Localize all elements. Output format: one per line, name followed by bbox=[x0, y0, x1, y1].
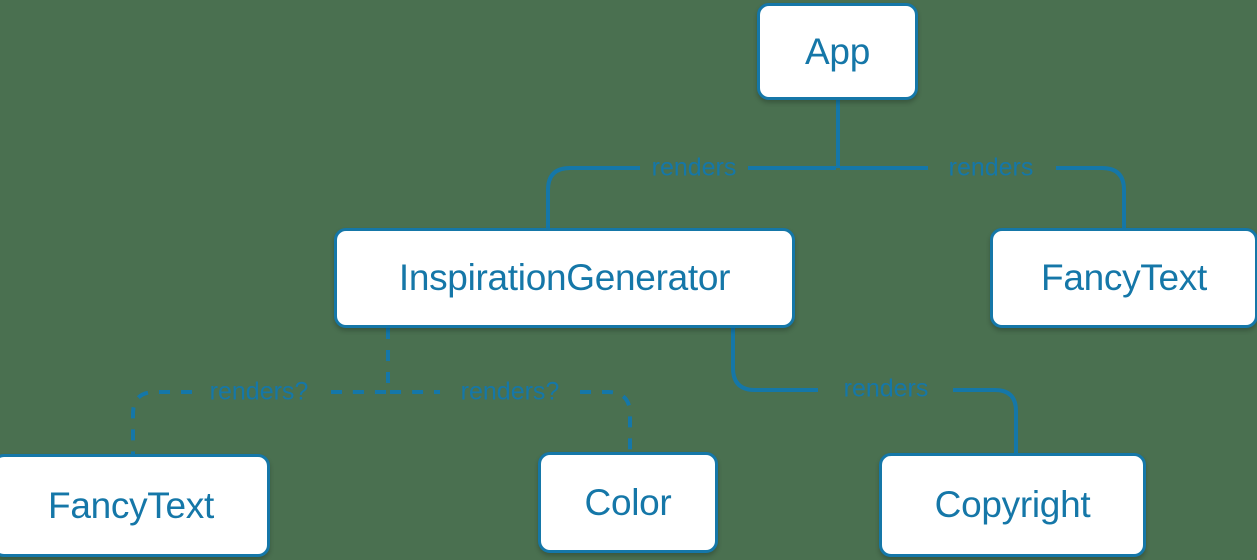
node-color[interactable]: Color bbox=[538, 452, 718, 553]
node-inspirationgenerator[interactable]: InspirationGenerator bbox=[334, 228, 795, 328]
edge-app-to-inspirationgenerator-seg2 bbox=[546, 166, 640, 228]
node-inspirationgenerator-label: InspirationGenerator bbox=[398, 257, 731, 298]
edge-label-app-to-fancytext: renders bbox=[948, 153, 1034, 182]
node-fancytext-left-label: FancyText bbox=[48, 484, 214, 526]
node-color-label: Color bbox=[584, 481, 672, 523]
node-fancytext-left[interactable]: FancyText bbox=[0, 454, 270, 557]
node-app-label: App bbox=[805, 30, 870, 72]
node-copyright-label: Copyright bbox=[934, 484, 1091, 525]
node-fancytext-right[interactable]: FancyText bbox=[990, 228, 1257, 328]
edge-inspirationgenerator-to-copyright-seg1 bbox=[731, 328, 818, 392]
edge-label-inspirationgenerator-to-fancytext: renders? bbox=[209, 377, 309, 406]
edge-inspirationgenerator-to-fancytext-seg2 bbox=[131, 390, 192, 455]
edge-label-inspirationgenerator-to-color: renders? bbox=[460, 377, 560, 406]
node-fancytext-right-label: FancyText bbox=[1041, 257, 1207, 298]
edge-inspirationgenerator-to-color-seg2 bbox=[580, 390, 632, 452]
edge-label-app-to-inspirationgenerator: renders bbox=[651, 153, 737, 182]
edge-inspirationgenerator-to-copyright-seg2 bbox=[953, 388, 1018, 453]
edge-app-to-fancytext-seg2 bbox=[1056, 166, 1126, 228]
node-app[interactable]: App bbox=[757, 3, 918, 100]
edge-label-inspirationgenerator-to-copyright: renders bbox=[843, 374, 929, 403]
node-copyright[interactable]: Copyright bbox=[879, 453, 1146, 557]
